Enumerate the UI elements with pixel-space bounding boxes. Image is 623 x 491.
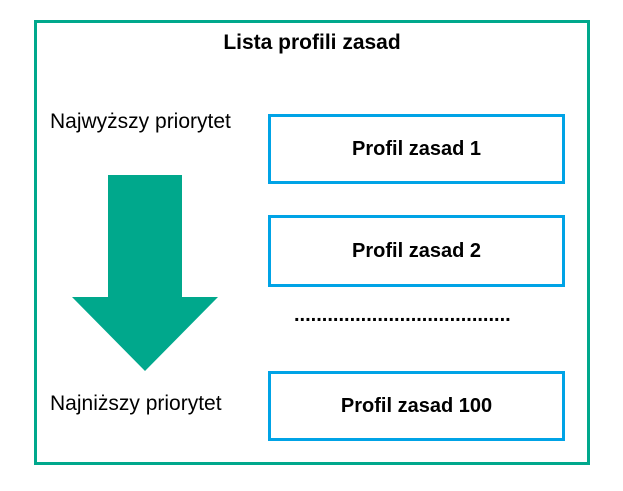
profile-box-1: Profil zasad 1 bbox=[268, 114, 565, 184]
profile-box-1-label: Profil zasad 1 bbox=[352, 137, 481, 160]
lowest-priority-label: Najniższy priorytet bbox=[50, 392, 222, 415]
diagram-title: Lista profili zasad bbox=[223, 31, 401, 54]
highest-priority-label: Najwyższy priorytet bbox=[50, 110, 231, 133]
profile-box-100-label: Profil zasad 100 bbox=[340, 394, 493, 417]
profile-box-2: Profil zasad 2 bbox=[268, 215, 565, 287]
down-arrow-shape bbox=[72, 175, 218, 371]
priority-down-arrow-icon bbox=[72, 175, 218, 371]
profile-box-2-label: Profil zasad 2 bbox=[352, 239, 481, 262]
profile-box-100: Profil zasad 100 bbox=[268, 371, 565, 441]
dots-separator: ....................................... bbox=[294, 304, 511, 326]
